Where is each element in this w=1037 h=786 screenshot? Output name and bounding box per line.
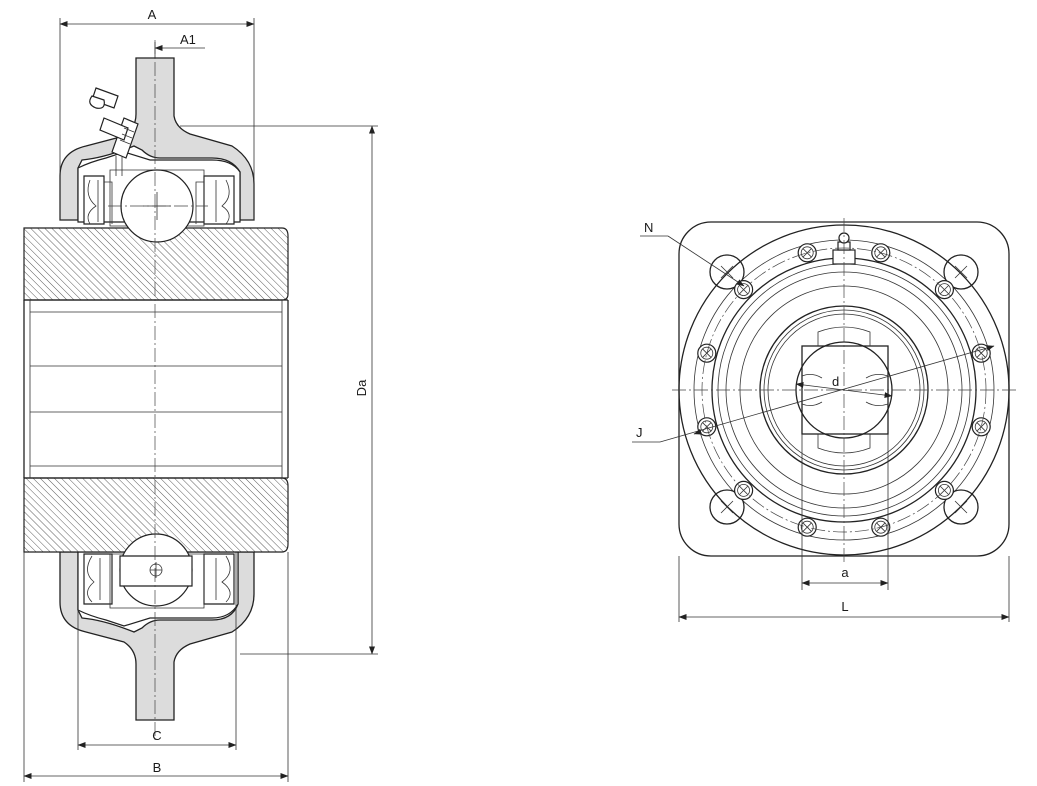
mounting-hole xyxy=(943,489,979,525)
dimensions-front: N J d a L xyxy=(632,220,1010,622)
dimensions-section: A A1 Da C B xyxy=(23,7,378,782)
mounting-hole xyxy=(709,254,745,290)
housing-top xyxy=(59,57,255,221)
label-a: a xyxy=(841,565,849,580)
label-A: A xyxy=(148,7,157,22)
centerline-bolt-circle xyxy=(701,247,987,533)
label-L: L xyxy=(841,599,848,614)
label-Da: Da xyxy=(354,379,369,396)
label-C: C xyxy=(152,728,161,743)
seal-bottom-right xyxy=(203,553,235,605)
bore xyxy=(23,299,289,479)
label-N: N xyxy=(644,220,653,235)
seal-bottom-left xyxy=(83,553,113,605)
grease-nipple xyxy=(89,87,139,176)
label-J: J xyxy=(636,425,643,440)
cover-bolt xyxy=(871,243,891,263)
cover-bolt xyxy=(971,417,991,437)
housing-bottom xyxy=(59,551,255,721)
label-A1: A1 xyxy=(180,32,196,47)
cover-bolts xyxy=(697,243,991,537)
label-d: d xyxy=(832,374,839,389)
cover-bolt xyxy=(697,343,717,363)
seal-top-left xyxy=(83,175,113,225)
section-view xyxy=(23,40,289,740)
cover-bolt xyxy=(797,243,817,263)
label-B: B xyxy=(153,760,162,775)
mounting-hole xyxy=(943,254,979,290)
bore-chamfer xyxy=(29,300,283,478)
mounting-holes xyxy=(709,254,979,525)
outer-ring-top xyxy=(109,169,205,227)
mounting-hole xyxy=(709,489,745,525)
